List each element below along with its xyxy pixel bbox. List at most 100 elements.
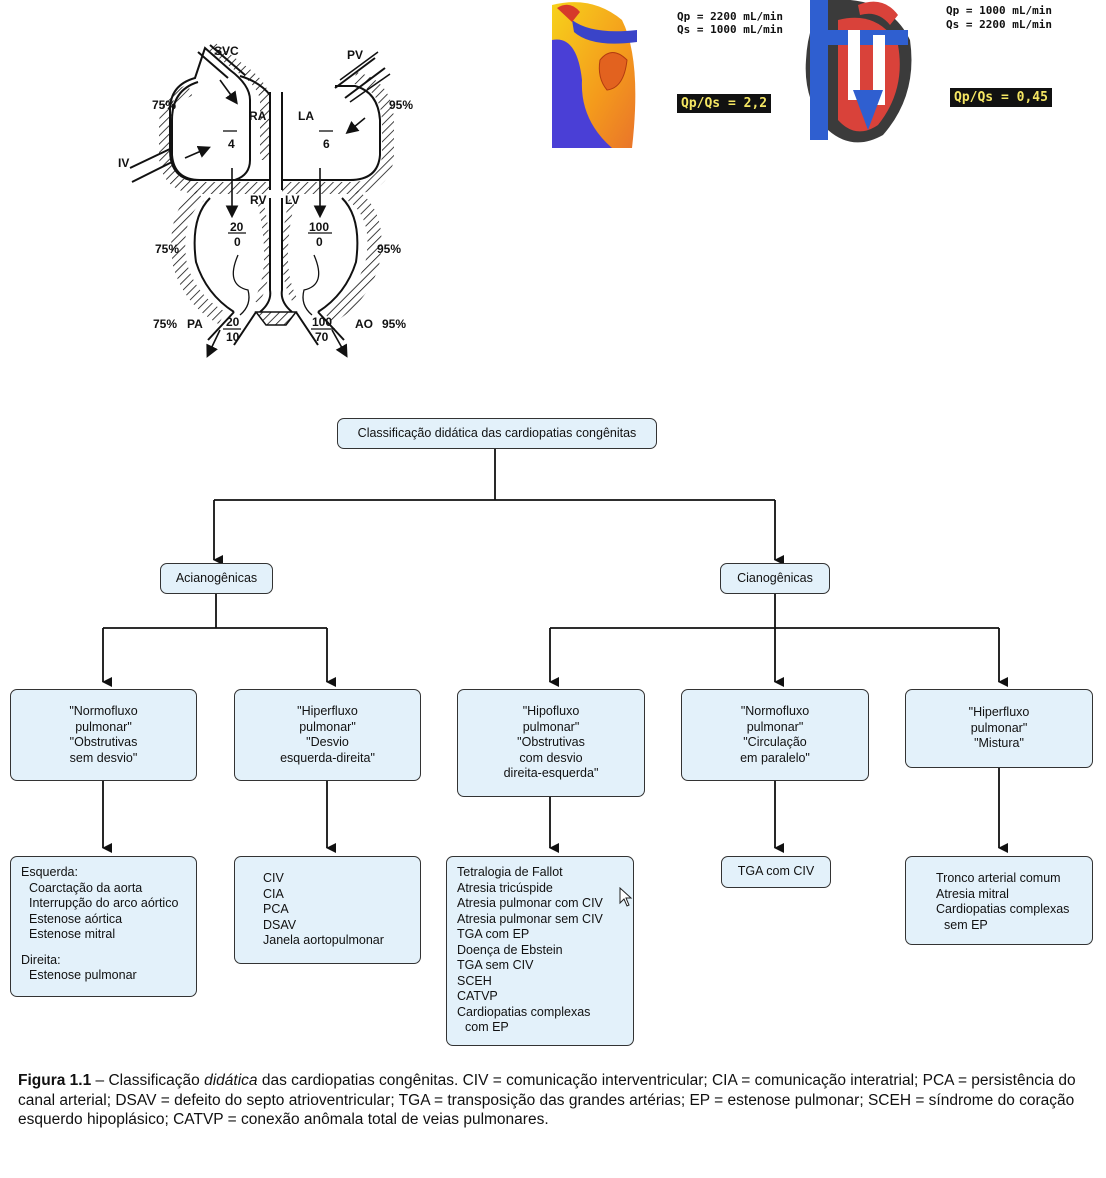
shunt-image-right xyxy=(798,0,916,148)
pressure-rv-bottom: 0 xyxy=(234,235,241,249)
pressure-pa-bottom: 10 xyxy=(226,330,240,344)
category-line: "Obstrutivas xyxy=(517,735,585,750)
list-item: sem EP xyxy=(944,917,988,932)
list-cianogenicas-paralelo: TGA com CIV xyxy=(721,856,831,888)
category-line: "Obstrutivas xyxy=(69,735,138,749)
category-line: com desvio xyxy=(519,750,583,765)
list-cianogenicas-mistura: Tronco arterial comum Atresia mitral Car… xyxy=(905,856,1093,945)
sat-lv: 95% xyxy=(377,242,402,256)
node-acianogenicas: Acianogênicas xyxy=(160,563,273,594)
category-line: esquerda-direita" xyxy=(280,750,375,765)
label-rv: RV xyxy=(250,193,267,207)
category-line: pulmonar" xyxy=(522,719,580,734)
category-hipofluxo-obstrutivas: "Hipofluxo pulmonar" "Obstrutivas com de… xyxy=(457,689,645,797)
node-cianogenicas-label: Cianogênicas xyxy=(737,570,813,585)
label-iv: IV xyxy=(118,156,130,170)
shunt-right-qs: Qs = 2200 mL/min xyxy=(946,18,1052,31)
list-cianogenicas-hipofluxo: Tetralogia de Fallot Atresia tricúspide … xyxy=(446,856,634,1046)
list-item: Janela aortopulmonar xyxy=(263,933,384,947)
list-item: CATVP xyxy=(457,989,498,1003)
sat-la: 95% xyxy=(389,98,414,112)
shunt-right-qp: Qp = 1000 mL/min xyxy=(946,4,1052,17)
shunt-image-left xyxy=(552,0,637,148)
category-line: sem desvio" xyxy=(69,750,138,765)
pressure-ao-bottom: 70 xyxy=(315,330,329,344)
list-item: CIV xyxy=(263,871,284,885)
shunt-right-ratio: Qp/Qs = 0,45 xyxy=(950,88,1052,107)
list-item: CIA xyxy=(263,886,284,901)
category-line: em paralelo" xyxy=(740,750,810,765)
label-pv: PV xyxy=(347,48,364,62)
list-item: PCA xyxy=(263,902,289,916)
shunt-left-ratio: Qp/Qs = 2,2 xyxy=(677,94,772,113)
list-item: Atresia mitral xyxy=(936,886,1009,901)
category-line: direita-esquerda" xyxy=(503,766,599,781)
list-item: TGA com CIV xyxy=(737,864,815,879)
list-item: Atresia pulmonar sem CIV xyxy=(457,911,603,926)
label-lv: LV xyxy=(285,193,300,207)
category-line: "Normofluxo xyxy=(69,704,138,718)
category-line: "Normofluxo xyxy=(740,704,810,718)
caption-text-1: – Classificação xyxy=(91,1072,205,1089)
tree-root: Classificação didática das cardiopatias … xyxy=(337,418,657,449)
list-item: TGA sem CIV xyxy=(457,958,534,972)
mouse-cursor-icon xyxy=(619,887,633,907)
list-item: Estenose pulmonar xyxy=(29,968,137,982)
pressure-la: 6 xyxy=(323,137,330,151)
label-ao: AO xyxy=(355,317,373,331)
list-item: SCEH xyxy=(457,973,492,988)
sat-rv: 75% xyxy=(155,242,180,256)
pressure-lv-bottom: 0 xyxy=(316,235,323,249)
list-item: Tetralogia de Fallot xyxy=(457,865,563,879)
label-svc: SVC xyxy=(214,44,239,58)
list-item: com EP xyxy=(465,1020,509,1034)
category-line: "Hiperfluxo xyxy=(297,704,358,718)
list-item: Atresia pulmonar com CIV xyxy=(457,896,603,910)
shunt-left-qs: Qs = 1000 mL/min xyxy=(677,23,783,36)
category-line: pulmonar" xyxy=(75,719,132,734)
list-item: Estenose aórtica xyxy=(29,911,123,926)
figure-caption: Figura 1.1 – Classificação didática das … xyxy=(18,1071,1093,1130)
sat-ao: 95% xyxy=(382,317,407,331)
category-line: "Circulação xyxy=(743,735,807,749)
label-ra: RA xyxy=(249,109,267,123)
pressure-ra: 4 xyxy=(228,137,235,151)
pressure-pa-top: 20 xyxy=(226,315,240,329)
list-item: Doença de Ebstein xyxy=(457,942,563,957)
pressure-rv-top: 20 xyxy=(230,220,244,234)
list-item: Cardiopatias complexas xyxy=(936,902,1070,916)
category-normofluxo-paralelo: "Normofluxo pulmonar" "Circulação em par… xyxy=(681,689,869,781)
list-item: Atresia tricúspide xyxy=(457,880,553,895)
list-item: TGA com EP xyxy=(457,927,530,941)
pressure-ao-top: 100 xyxy=(312,315,333,329)
category-hiperfluxo-mistura: "Hiperfluxo pulmonar" "Mistura" xyxy=(905,689,1093,768)
category-normofluxo-obstrutivas: "Normofluxo pulmonar" "Obstrutivas sem d… xyxy=(10,689,197,781)
caption-italic: didática xyxy=(204,1072,258,1089)
list-heading-esquerda: Esquerda: xyxy=(21,865,78,879)
caption-text-2: das cardiopatias congênitas. CIV = comun… xyxy=(18,1072,1076,1128)
sat-ra: 75% xyxy=(152,98,177,112)
node-acianogenicas-label: Acianogênicas xyxy=(175,570,258,585)
list-item: DSAV xyxy=(263,917,297,932)
list-acianogenicas-hiperfluxo: CIV CIA PCA DSAV Janela aortopulmonar xyxy=(234,856,421,964)
category-line: pulmonar" xyxy=(299,719,356,734)
label-pa: PA xyxy=(187,317,203,331)
category-line: "Hipofluxo xyxy=(522,704,580,719)
category-line: pulmonar" xyxy=(970,720,1028,735)
tree-connectors xyxy=(102,449,1008,853)
heart-schematic-drawing xyxy=(129,41,394,358)
label-la: LA xyxy=(298,109,314,123)
node-cianogenicas: Cianogênicas xyxy=(720,563,830,594)
list-item: Cardiopatias complexas xyxy=(457,1004,591,1019)
category-line: "Desvio xyxy=(306,735,349,749)
category-line: "Mistura" xyxy=(974,736,1024,751)
list-heading-direita: Direita: xyxy=(21,952,61,967)
category-line: pulmonar" xyxy=(746,719,804,734)
sat-pa: 75% xyxy=(153,317,178,331)
pressure-lv-top: 100 xyxy=(309,220,330,234)
category-hiperfluxo-desvio: "Hiperfluxo pulmonar" "Desvio esquerda-d… xyxy=(234,689,421,781)
list-item: Estenose mitral xyxy=(29,927,116,941)
category-line: "Hiperfluxo xyxy=(968,705,1030,720)
heart-schematic xyxy=(110,40,440,370)
list-item: Tronco arterial comum xyxy=(936,871,1061,885)
